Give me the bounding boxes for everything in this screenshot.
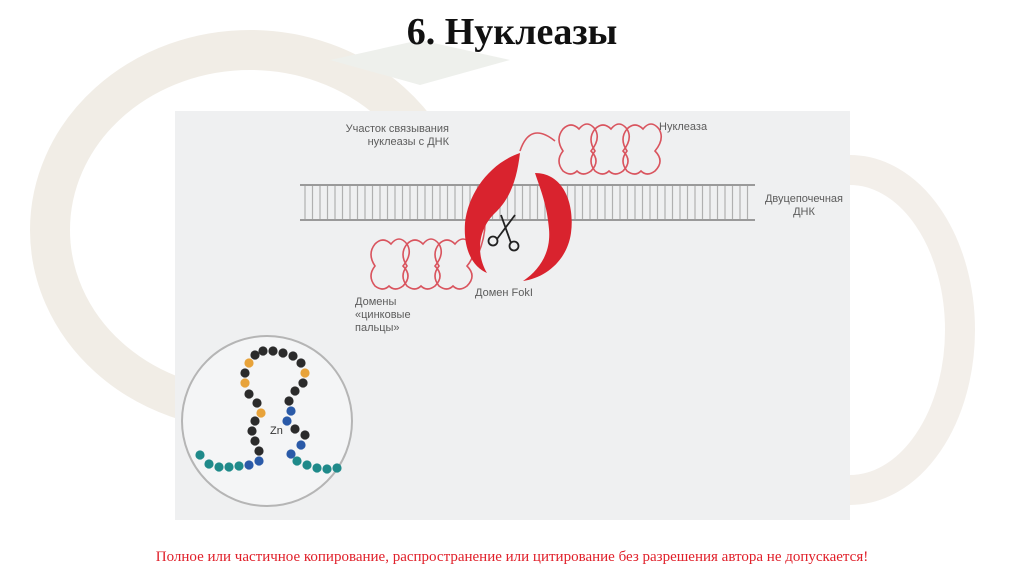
amino-acid-bead [300, 430, 310, 440]
label-binding-site: Участок связывания нуклеазы с ДНК [345, 123, 449, 148]
amino-acid-bead [298, 378, 308, 388]
amino-acid-bead [247, 426, 257, 436]
slide-title: 6. Нуклеазы [406, 11, 618, 53]
amino-acid-bead [250, 416, 260, 426]
amino-acid-bead [244, 358, 254, 368]
zinc-finger-domains-right [519, 123, 663, 175]
amino-acid-bead [256, 408, 266, 418]
amino-acid-bead [284, 396, 294, 406]
amino-acid-bead [204, 459, 214, 469]
label-zinc: Zn [270, 425, 283, 437]
copyright-notice: Полное или частичное копирование, распро… [155, 549, 869, 565]
amino-acid-bead [302, 460, 312, 470]
diagram-panel: Участок связывания нуклеазы с ДНК Нуклеа… [175, 111, 850, 520]
amino-acid-bead [250, 436, 260, 446]
amino-acid-bead [282, 416, 292, 426]
scissors-icon [487, 214, 520, 252]
amino-acid-bead [278, 348, 288, 358]
amino-acid-bead [300, 368, 310, 378]
amino-acid-bead [312, 463, 322, 473]
amino-acid-bead [224, 462, 234, 472]
amino-acid-bead [240, 378, 250, 388]
amino-acid-bead [250, 350, 260, 360]
dna-double-strand [300, 184, 755, 221]
label-fokl-domain: Домен FokI [475, 287, 533, 299]
label-nuclease: Нуклеаза [659, 121, 708, 133]
amino-acid-bead [290, 386, 300, 396]
amino-acid-bead [252, 398, 262, 408]
amino-acid-bead [258, 346, 268, 356]
amino-acid-bead [195, 450, 205, 460]
amino-acid-bead [286, 449, 296, 459]
amino-acid-bead [234, 461, 244, 471]
amino-acid-bead [254, 446, 264, 456]
amino-acid-bead [286, 406, 296, 416]
fokl-domain [464, 153, 572, 281]
zinc-finger-closeup [181, 335, 353, 507]
amino-acid-bead [244, 460, 254, 470]
amino-acid-bead [296, 358, 306, 368]
amino-acid-bead [268, 346, 278, 356]
amino-acid-bead [254, 456, 264, 466]
amino-acid-bead [322, 464, 332, 474]
amino-acid-bead [296, 440, 306, 450]
amino-acid-bead [240, 368, 250, 378]
amino-acid-bead [214, 462, 224, 472]
label-zinc-finger-domains: Домены «цинковые пальцы» [355, 296, 411, 334]
amino-acid-bead [292, 456, 302, 466]
amino-acid-bead [332, 463, 342, 473]
amino-acid-bead [244, 389, 254, 399]
amino-acid-bead [288, 351, 298, 361]
nuclease-diagram [181, 123, 755, 507]
label-dsdna: Двуцепочечная ДНК [764, 193, 844, 218]
amino-acid-bead [290, 424, 300, 434]
